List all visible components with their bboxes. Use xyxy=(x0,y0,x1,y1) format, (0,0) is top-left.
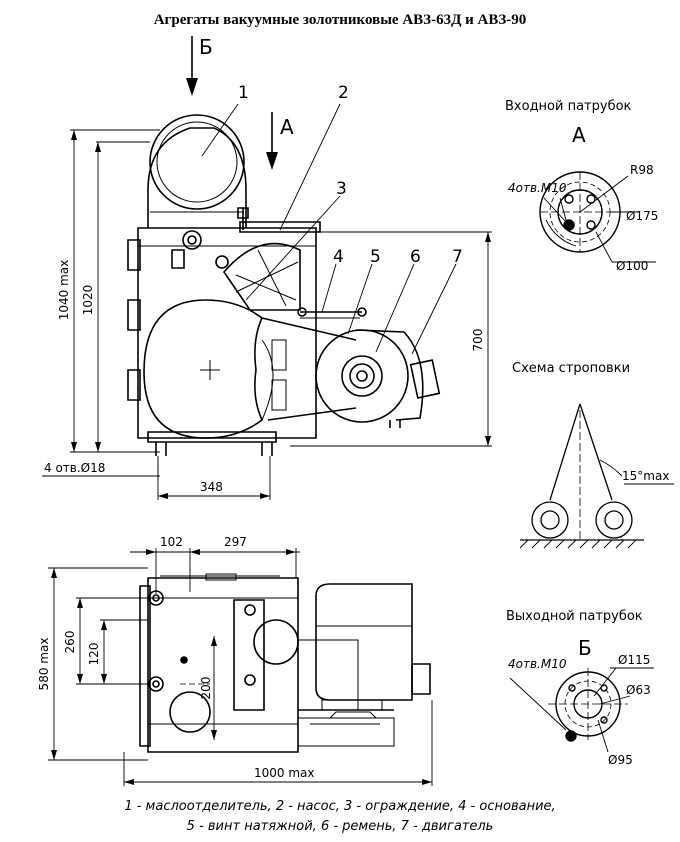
dim-580: 580 max xyxy=(37,638,51,691)
drawing-title: Агрегаты вакуумные золотниковые АВЗ-63Д … xyxy=(154,12,527,28)
callout-3: 3 xyxy=(336,179,347,199)
dim-102: 102 xyxy=(160,535,183,549)
legend-line-1: 1 - маслоотделитель, 2 - насос, 3 - огра… xyxy=(124,799,555,814)
dim-260: 260 xyxy=(63,631,77,654)
callout-2: 2 xyxy=(338,83,349,103)
dim-700: 700 xyxy=(471,329,485,352)
inlet-r98: R98 xyxy=(630,163,654,177)
inlet-holes: 4отв.М10 xyxy=(508,181,567,195)
callout-1: 1 xyxy=(238,83,249,103)
callout-6: 6 xyxy=(410,247,421,267)
outlet-d95: Ø95 xyxy=(608,753,633,767)
inlet-d100: Ø100 xyxy=(616,259,648,273)
callout-4: 4 xyxy=(333,247,344,267)
outlet-d115: Ø115 xyxy=(618,653,650,667)
dim-1020: 1020 xyxy=(81,285,95,316)
outlet-letter: Б xyxy=(578,636,592,660)
outlet-nozzle-view xyxy=(510,668,654,752)
top-view xyxy=(48,548,432,786)
dim-297: 297 xyxy=(224,535,247,549)
inlet-nozzle-view xyxy=(540,172,656,262)
legend-line-2: 5 - винт натяжной, 6 - ремень, 7 - двига… xyxy=(187,819,494,834)
dim-1040: 1040 max xyxy=(57,260,71,321)
inlet-title: Входной патрубок xyxy=(505,99,632,114)
sling-title: Схема строповки xyxy=(512,361,630,376)
inlet-letter: А xyxy=(572,123,586,147)
dim-holes-18: 4 отв.Ø18 xyxy=(44,461,105,475)
outlet-holes: 4отв.М10 xyxy=(508,657,567,671)
callout-7: 7 xyxy=(452,247,463,267)
dim-348: 348 xyxy=(200,480,223,494)
slinging-scheme xyxy=(520,404,674,548)
callout-5: 5 xyxy=(370,247,381,267)
dim-200: 200 xyxy=(199,677,213,700)
inlet-d175: Ø175 xyxy=(626,209,658,223)
view-label-a: А xyxy=(280,115,294,139)
dim-120: 120 xyxy=(87,643,101,666)
view-label-b: Б xyxy=(199,35,213,59)
dim-1000: 1000 max xyxy=(254,766,315,780)
sling-angle: 15°max xyxy=(622,469,669,483)
front-view xyxy=(42,36,492,500)
outlet-d63: Ø63 xyxy=(626,683,651,697)
outlet-title: Выходной патрубок xyxy=(506,609,643,624)
